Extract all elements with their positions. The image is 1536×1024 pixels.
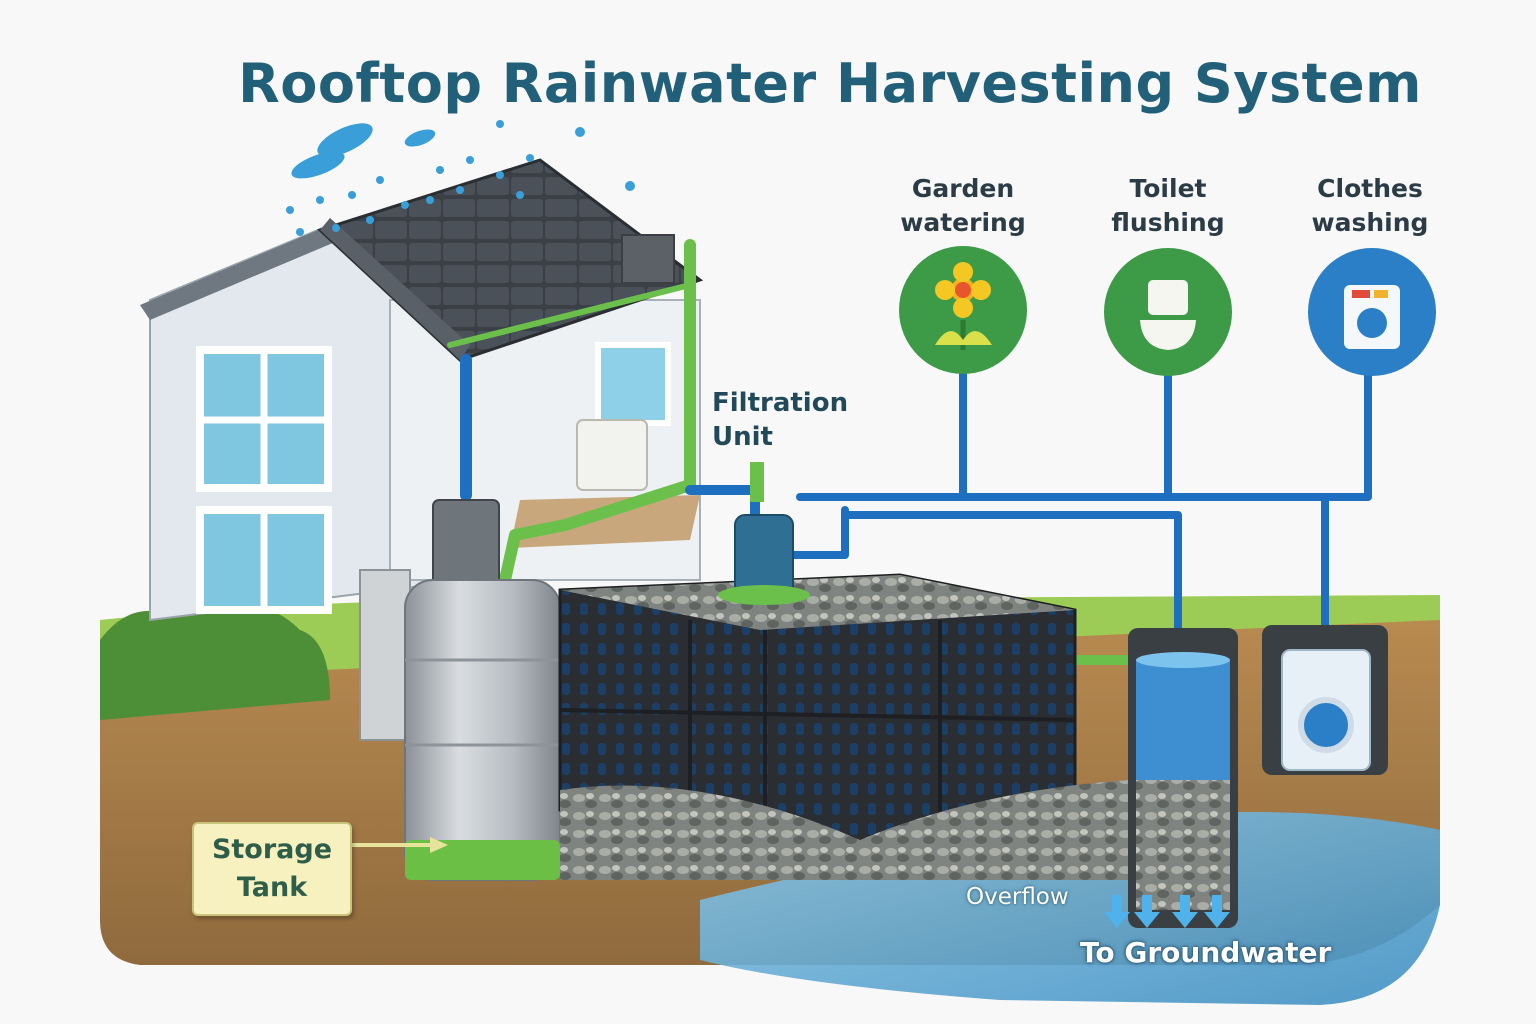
rain-drops <box>286 120 635 236</box>
label-garden-watering: Garden watering <box>900 174 1026 237</box>
label-clothes-washing: Clothes washing <box>1311 174 1429 237</box>
use-circle-toilet <box>1104 248 1232 376</box>
storage-tank <box>404 499 561 881</box>
pit-feed <box>841 511 1182 669</box>
indoor-toilet <box>576 419 648 491</box>
downpipe-green <box>499 239 696 586</box>
label-overflow: Overflow <box>966 884 1069 910</box>
washing-machine-icon <box>1344 285 1400 349</box>
window-lower <box>196 506 332 614</box>
supply-washing <box>1321 358 1372 644</box>
use-circle-washing <box>1308 248 1436 376</box>
page-title: Rooftop Rainwater Harvesting System <box>238 52 1422 115</box>
window-upper <box>196 346 332 492</box>
label-toilet-flushing: Toilet flushing <box>1111 174 1225 237</box>
window-small <box>595 342 671 426</box>
recharge-pit <box>1128 628 1238 928</box>
hedge <box>100 601 330 720</box>
flower-icon <box>935 262 992 350</box>
gravel-bed <box>560 780 1130 880</box>
use-circle-garden <box>899 246 1027 374</box>
chimney <box>621 234 675 284</box>
filtration-unit-body <box>718 462 810 605</box>
label-filtration-unit: Filtration Unit <box>712 388 849 452</box>
label-to-groundwater: To Groundwater <box>1080 936 1332 969</box>
gutter-pipe <box>447 282 693 348</box>
washing-machine-pit <box>1262 625 1388 775</box>
toilet-icon <box>1140 280 1196 350</box>
filter-outlet <box>786 506 849 559</box>
house <box>140 158 704 741</box>
label-storage-tank: Storage Tank <box>192 822 352 916</box>
groundwater-arrows <box>1104 895 1230 928</box>
